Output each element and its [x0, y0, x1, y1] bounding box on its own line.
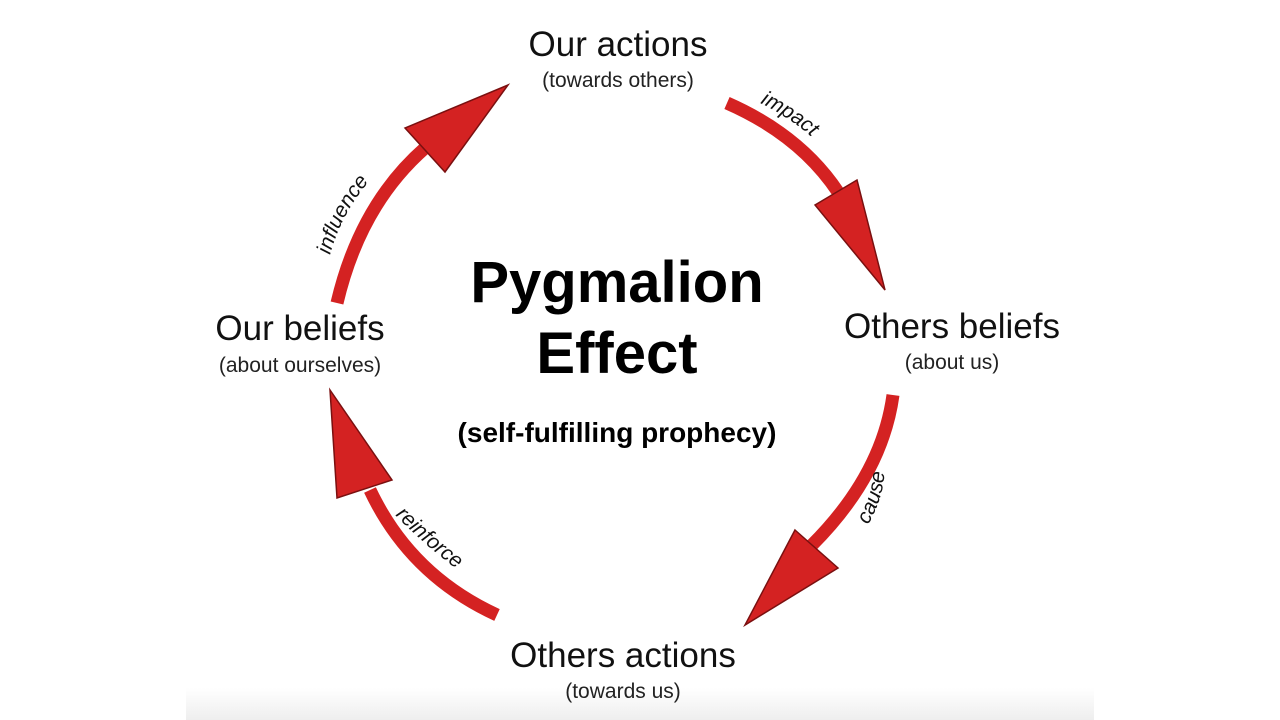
arrow-influence — [330, 83, 511, 305]
diagram-card — [186, 0, 1094, 720]
center-label: Pygmalion Effect (self-fulfilling prophe… — [458, 250, 777, 448]
arrow-impact — [724, 97, 886, 291]
node-others-beliefs-title: Others beliefs — [844, 307, 1060, 346]
arrow-cause-shaft — [807, 394, 900, 550]
edge-label-influence: influence — [313, 170, 373, 256]
node-our-beliefs-title: Our beliefs — [215, 309, 384, 348]
node-our-beliefs: Our beliefs (about ourselves) — [215, 309, 384, 377]
arrow-influence-shaft — [330, 143, 430, 305]
center-subtitle: (self-fulfilling prophecy) — [458, 417, 777, 448]
node-our-actions-subtitle: (towards others) — [542, 69, 694, 92]
bottom-shadow — [186, 688, 1094, 720]
arrow-cause-head — [743, 528, 840, 628]
node-others-actions: Others actions (towards us) — [510, 636, 736, 703]
arrow-cause — [743, 394, 900, 628]
arrow-reinforce — [329, 387, 500, 621]
node-others-beliefs: Others beliefs (about us) — [844, 307, 1060, 374]
center-title-line2: Effect — [536, 321, 697, 386]
node-others-actions-subtitle: (towards us) — [565, 680, 681, 703]
arrow-influence-head — [403, 83, 511, 174]
arrow-impact-shaft — [724, 97, 844, 196]
node-others-beliefs-subtitle: (about us) — [905, 351, 1000, 374]
center-title-line1: Pygmalion — [470, 250, 763, 315]
arrow-reinforce-shaft — [364, 487, 500, 621]
node-our-actions: Our actions (towards others) — [529, 25, 708, 92]
node-our-actions-title: Our actions — [529, 25, 708, 64]
arrow-reinforce-head — [329, 387, 394, 500]
node-our-beliefs-subtitle: (about ourselves) — [219, 354, 381, 377]
arrow-impact-head — [813, 178, 886, 291]
node-others-actions-title: Others actions — [510, 636, 736, 675]
